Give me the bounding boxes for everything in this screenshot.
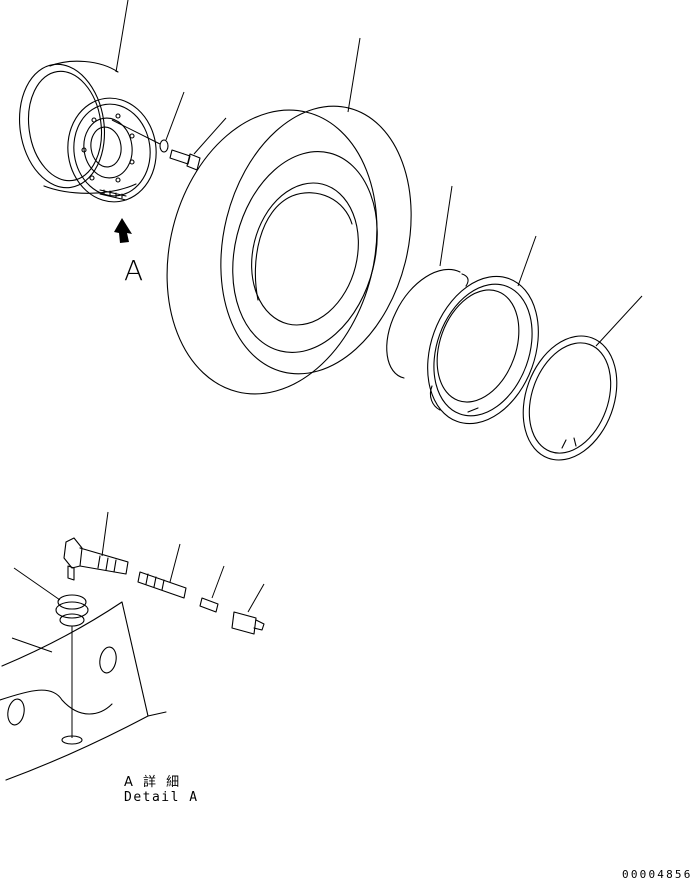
valve-base bbox=[13, 567, 89, 738]
view-arrow-icon bbox=[114, 218, 132, 243]
side-ring bbox=[427, 235, 539, 425]
rim-section bbox=[0, 601, 167, 781]
drawing-number: 00004856 bbox=[622, 868, 693, 881]
valve-core-housing bbox=[137, 543, 187, 599]
detail-title-en: Detail A bbox=[124, 790, 199, 805]
detail-title-jp: A 詳 細 bbox=[124, 775, 183, 790]
valve-cap bbox=[231, 583, 265, 635]
wheel-rim bbox=[18, 0, 157, 203]
tire bbox=[166, 37, 412, 395]
lock-ring bbox=[522, 295, 643, 461]
o-ring bbox=[386, 185, 469, 379]
washer bbox=[111, 91, 185, 153]
valve-extension bbox=[63, 511, 129, 581]
valve-core bbox=[199, 565, 225, 613]
view-letter: A bbox=[124, 254, 144, 287]
